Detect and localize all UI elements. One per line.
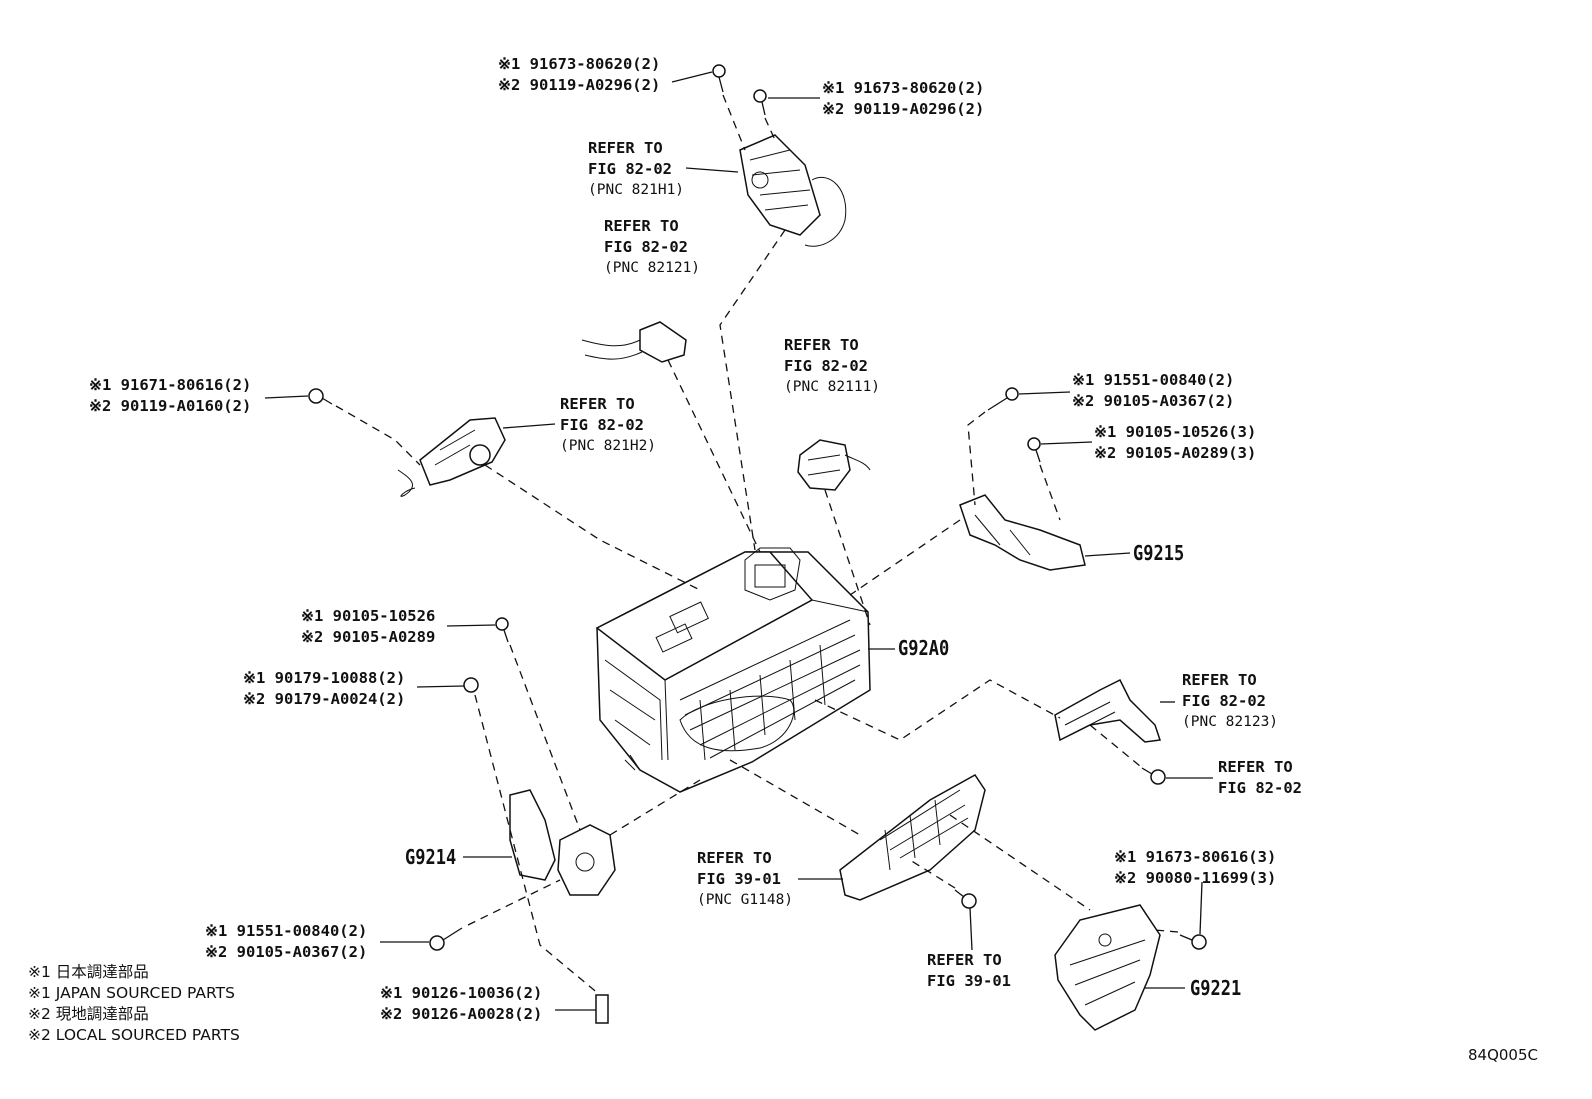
callout-bolt-top-left: ※1 91673-80620(2) ※2 90119-A0296(2)	[498, 54, 660, 96]
part-code-g92a0: G92A0	[898, 636, 950, 660]
bolt-icon	[954, 889, 977, 909]
callout-line: ※2 90105-A0367(2)	[205, 943, 368, 961]
callout-line: ※2 90080-11699(3)	[1114, 869, 1277, 887]
part-code-g9214: G9214	[405, 845, 457, 869]
legend-line: ※2 LOCAL SOURCED PARTS	[28, 1026, 240, 1044]
refer-pnc-82111: REFER TO FIG 82-02 (PNC 82111)	[784, 336, 881, 395]
bolt-icon	[753, 89, 767, 116]
legend-line: ※2 現地調達部品	[28, 1005, 149, 1023]
callout-bolt-lower-right: ※1 91673-80616(3) ※2 90080-11699(3)	[1114, 847, 1276, 889]
part-code-g9221: G9221	[1190, 976, 1242, 1000]
bracket-g9214-drawing	[509, 789, 616, 896]
bolt-icon	[1179, 934, 1207, 950]
refer-pnc-821h1: REFER TO FIG 82-02 (PNC 821H1)	[588, 139, 685, 198]
callout-bolt-left-upper: ※1 91671-80616(2) ※2 90119-A0160(2)	[89, 375, 251, 417]
pipe-82123-drawing	[1054, 678, 1161, 743]
callout-bolt-right-upper: ※1 91551-00840(2) ※2 90105-A0367(2)	[1072, 370, 1234, 412]
connector-82111-drawing	[797, 439, 871, 491]
callout-line: ※2 90105-A0289	[301, 628, 436, 646]
inverter-assembly-drawing	[595, 547, 871, 793]
refer-pnc-82121: REFER TO FIG 82-02 (PNC 82121)	[604, 217, 701, 276]
callout-line: ※1 90105-10526	[301, 607, 436, 625]
callout-line: ※2 90105-A0367(2)	[1072, 392, 1235, 410]
legend-line: ※1 日本調達部品	[28, 963, 149, 981]
callout-line: ※1 91551-00840(2)	[1072, 371, 1235, 389]
bolt-icons	[308, 64, 1207, 1024]
refer-fig-82-02: REFER TO FIG 82-02	[1218, 758, 1302, 797]
refer-fig-39-01: REFER TO FIG 39-01	[927, 951, 1011, 990]
sensor-821h1-drawing	[739, 134, 847, 247]
callout-line: ※1 90105-10526(3)	[1094, 423, 1257, 441]
legend-line: ※1 JAPAN SOURCED PARTS	[28, 984, 235, 1002]
callout-bolt-mid-left2: ※1 90179-10088(2) ※2 90179-A0024(2)	[243, 668, 405, 710]
callout-line: ※1 91673-80620(2)	[498, 55, 661, 73]
callout-bolt-right-upper2: ※1 90105-10526(3) ※2 90105-A0289(3)	[1094, 422, 1256, 464]
callout-bolt-lower-left: ※1 91551-00840(2) ※2 90105-A0367(2)	[205, 921, 367, 963]
leader-lines	[264, 71, 1213, 1011]
callout-line: ※2 90179-A0024(2)	[243, 690, 406, 708]
bracket-g9215-drawing	[959, 494, 1086, 571]
bolt-icon	[308, 388, 333, 405]
part-code-g9215: G9215	[1133, 541, 1185, 565]
callout-line: ※2 90126-A0028(2)	[380, 1005, 543, 1023]
bolt-icon	[1027, 437, 1041, 463]
callout-line: ※2 90119-A0296(2)	[498, 76, 661, 94]
bolt-icon	[429, 927, 463, 951]
cover-g9221-drawing	[1054, 904, 1161, 1031]
callout-line: ※1 91551-00840(2)	[205, 922, 368, 940]
sensor-821h2-drawing	[397, 417, 506, 497]
nut-icon	[463, 677, 479, 693]
callout-line: ※1 90126-10036(2)	[380, 984, 543, 1002]
callout-line: ※2 90119-A0296(2)	[822, 100, 985, 118]
cooling-case-g1148-drawing	[839, 774, 986, 901]
callout-line: ※1 90179-10088(2)	[243, 669, 406, 687]
bolt-icon	[987, 387, 1019, 411]
callout-line: ※2 90105-A0289(3)	[1094, 444, 1257, 462]
callout-line: ※1 91673-80616(3)	[1114, 848, 1277, 866]
callout-stud-lower: ※1 90126-10036(2) ※2 90126-A0028(2)	[380, 983, 542, 1025]
callout-bolt-top-right: ※1 91673-80620(2) ※2 90119-A0296(2)	[822, 78, 984, 120]
bolt-icon	[712, 64, 726, 93]
stud-icon	[595, 994, 609, 1024]
callout-line: ※2 90119-A0160(2)	[89, 397, 252, 415]
callout-line: ※1 91671-80616(2)	[89, 376, 252, 394]
callout-bolt-mid-left: ※1 90105-10526 ※2 90105-A0289	[301, 606, 435, 648]
callout-line: ※1 91673-80620(2)	[822, 79, 985, 97]
figure-id: 84Q005C	[1468, 1046, 1538, 1064]
assembly-lines	[335, 94, 1179, 996]
bolt-icon	[495, 617, 509, 643]
connector-82121-drawing	[581, 321, 687, 363]
refer-pnc-g1148: REFER TO FIG 39-01 (PNC G1148)	[697, 849, 794, 908]
bolt-icon	[1141, 767, 1166, 785]
legend: ※1 日本調達部品 ※1 JAPAN SOURCED PARTS ※2 現地調達…	[28, 962, 240, 1046]
refer-pnc-82123: REFER TO FIG 82-02 (PNC 82123)	[1182, 671, 1279, 730]
refer-pnc-821h2: REFER TO FIG 82-02 (PNC 821H2)	[560, 395, 657, 454]
